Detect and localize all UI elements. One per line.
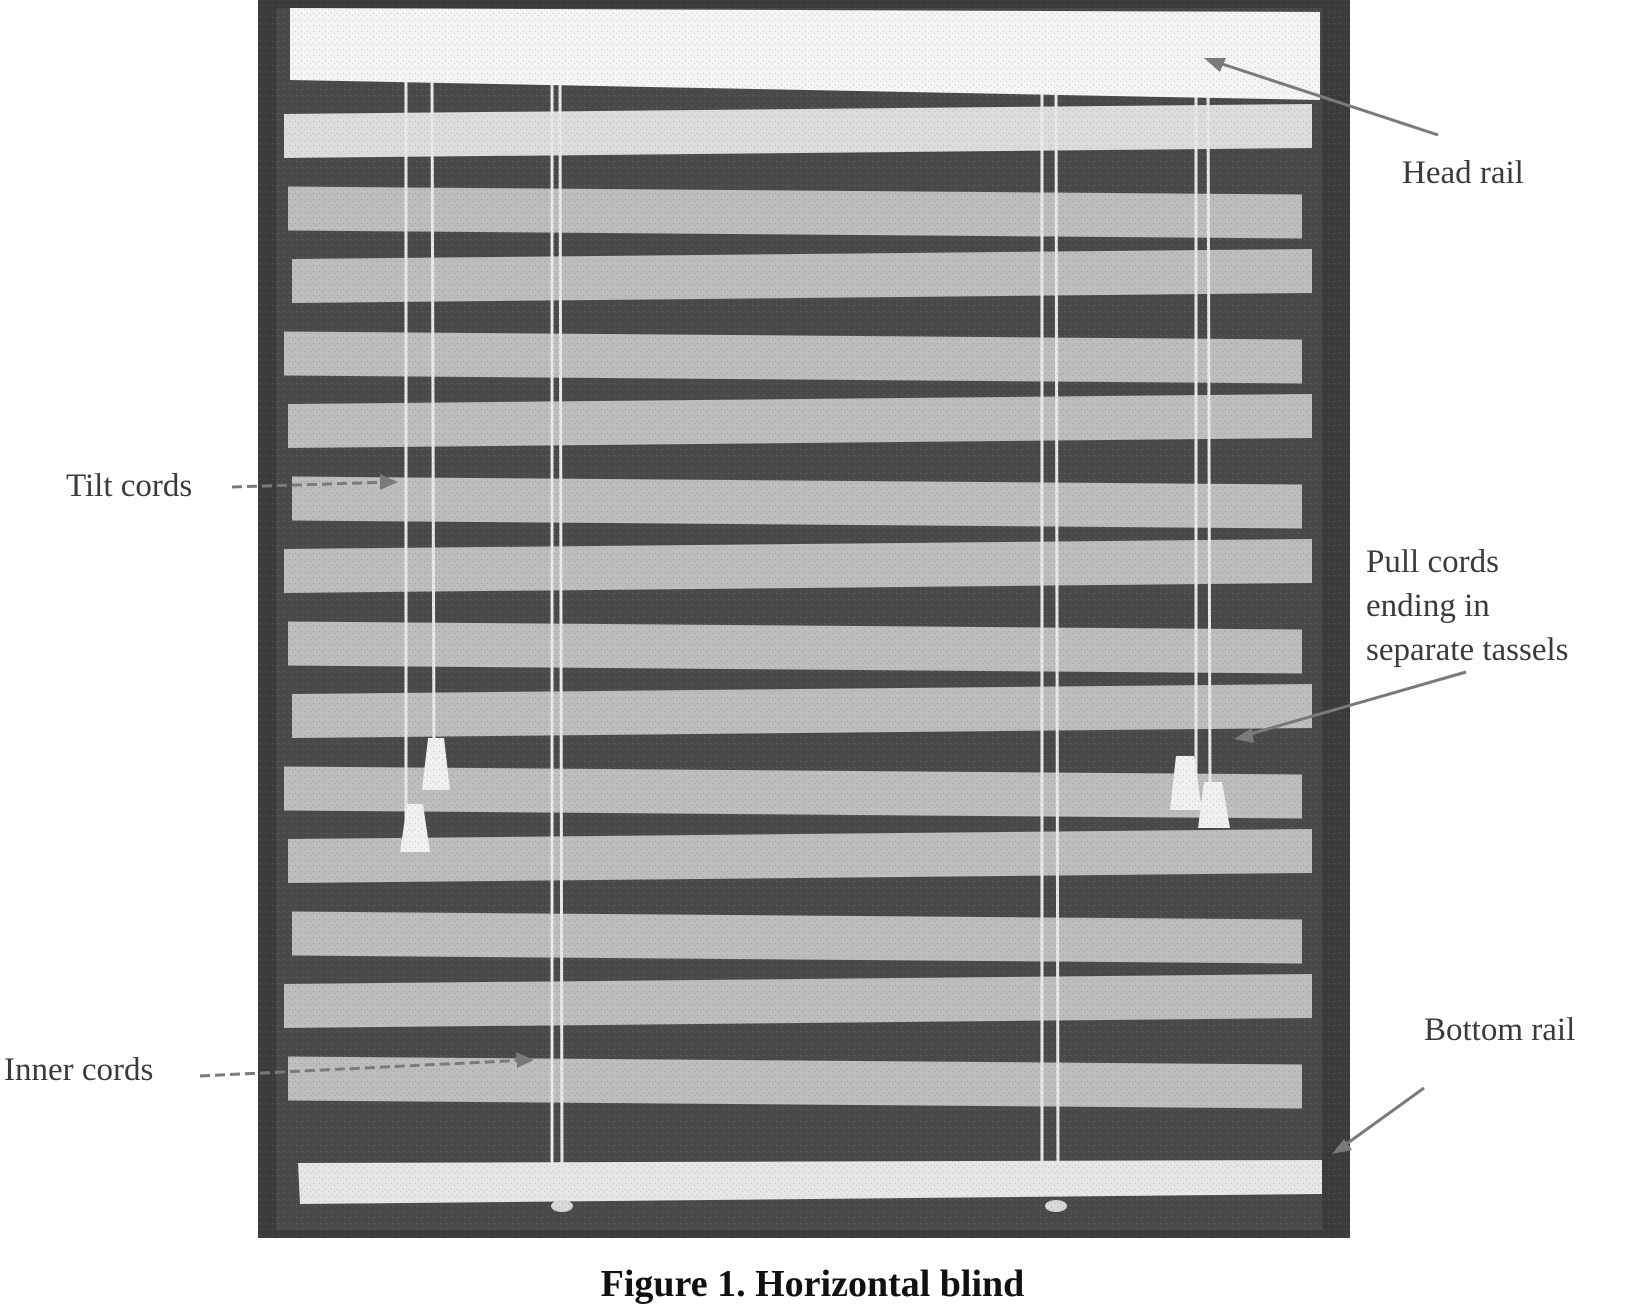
label-bottom-rail: Bottom rail <box>1424 1012 1576 1048</box>
arrow-bottom-rail <box>1337 1086 1425 1152</box>
label-pull-cords-line-2: ending in <box>1366 588 1490 624</box>
grain-overlay <box>258 0 1350 1238</box>
annotation-arrows <box>199 58 1467 1154</box>
arrow-tilt-cords-tip <box>380 474 398 490</box>
arrow-inner-cords <box>199 1058 529 1078</box>
arrow-inner-cords-tip <box>516 1052 534 1068</box>
arrow-tilt-cords <box>231 480 393 489</box>
arrow-bottom-rail-tip <box>1332 1139 1352 1154</box>
arrow-head-rail <box>1209 58 1439 137</box>
label-pull-cords: Pull cords ending in separate tassels <box>1366 540 1569 672</box>
label-pull-cords-line-1: Pull cords <box>1366 544 1499 580</box>
arrow-pull-cords <box>1239 670 1467 739</box>
arrow-head-rail-tip <box>1204 58 1226 72</box>
figure-caption: Figure 1. Horizontal blind <box>600 1263 1025 1305</box>
label-inner-cords: Inner cords <box>4 1052 154 1088</box>
label-tilt-cords: Tilt cords <box>66 468 193 504</box>
label-pull-cords-line-3: separate tassels <box>1366 632 1569 668</box>
arrow-pull-cords-tip <box>1234 728 1254 743</box>
label-head-rail: Head rail <box>1402 155 1524 191</box>
